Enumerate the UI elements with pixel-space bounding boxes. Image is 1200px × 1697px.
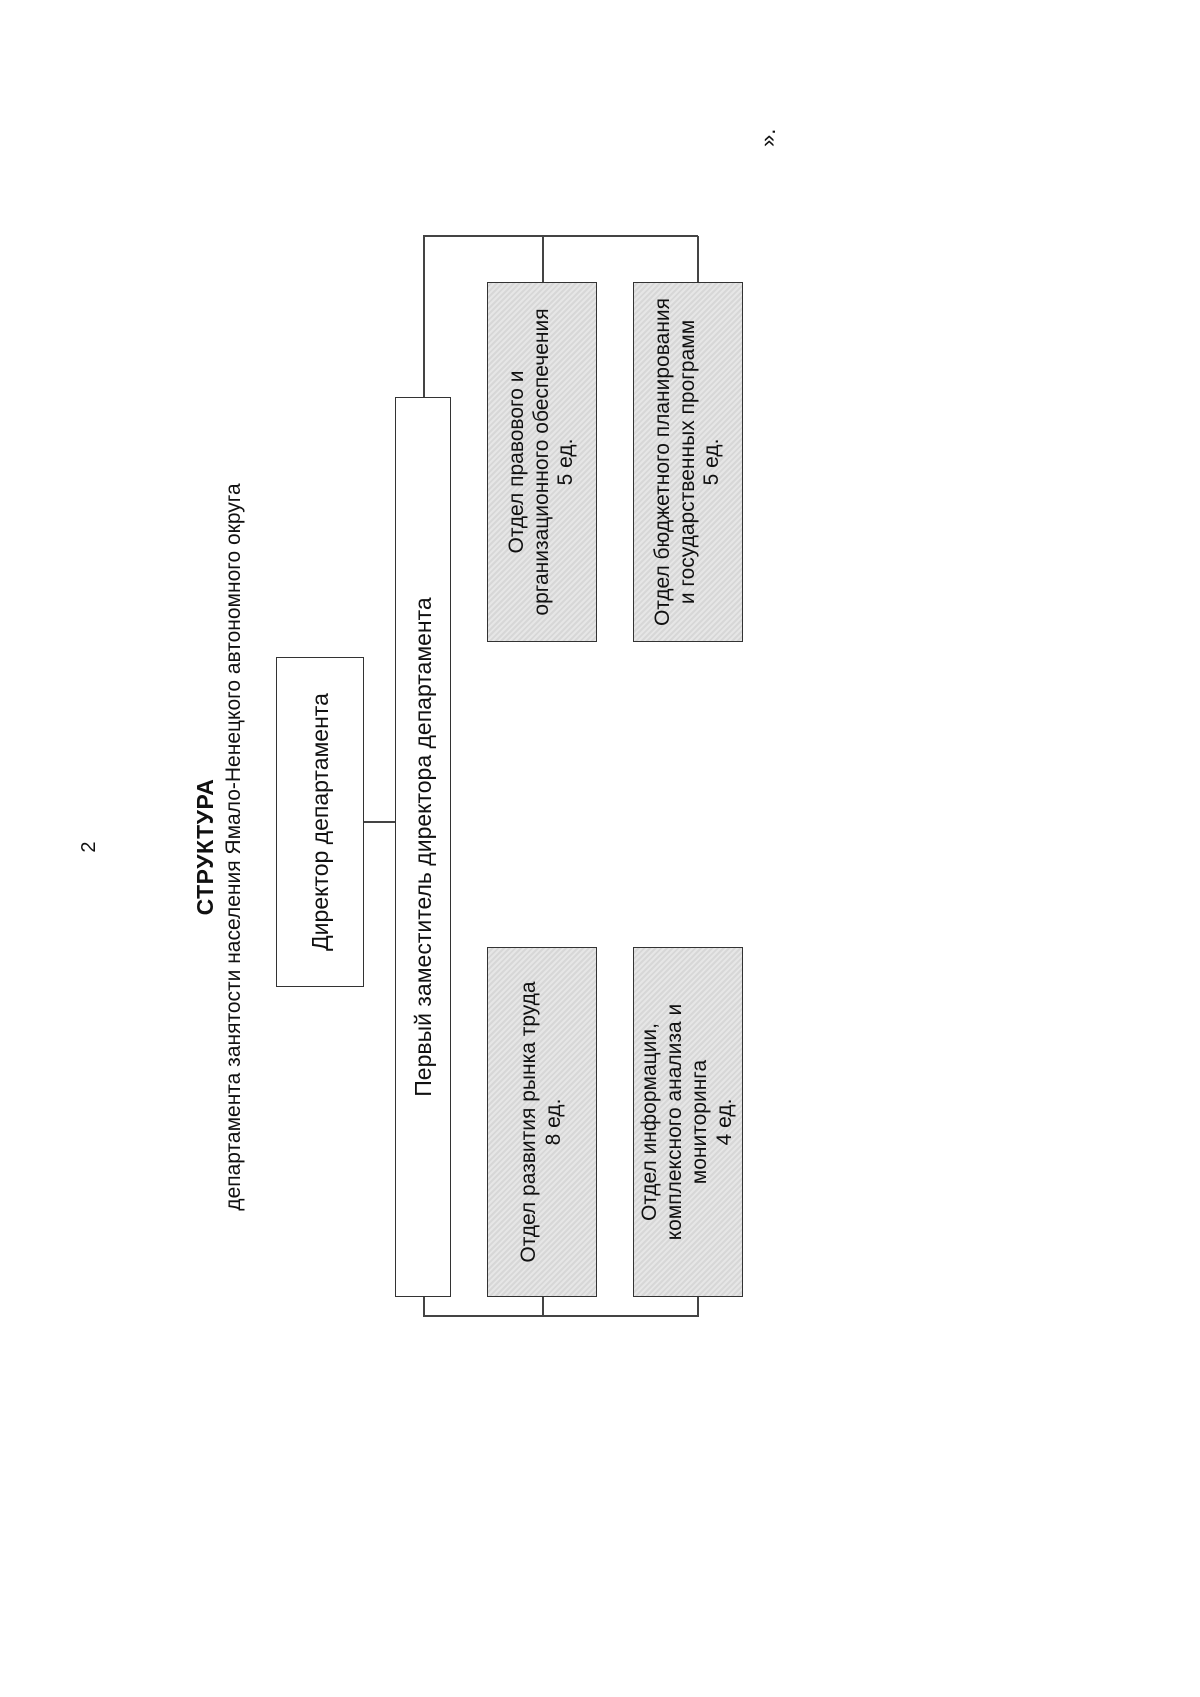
connector-director-deputy [364,821,395,823]
connector-right-to-legal [542,236,544,282]
connector-left-vertical [423,1315,698,1317]
director-box: Директор департамента [276,657,364,987]
page-number: 2 [78,841,100,853]
dept-box-labor-market: Отдел развития рынка труда 8 ед. [487,947,597,1297]
dept-staff: 4 ед. [712,1098,736,1146]
connector-right-to-deputy [423,236,425,397]
connector-left-to-labor [542,1297,544,1317]
connector-left-to-deputy [423,1297,425,1317]
dept-name: Отдел развития рынка труда [517,981,541,1263]
director-label: Директор департамента [306,693,333,951]
deputy-label: Первый заместитель директора департамент… [409,597,436,1097]
dept-staff: 5 ед. [700,438,724,486]
dept-name: Отдел правового и организационного обесп… [504,308,553,616]
dept-name: Отдел бюджетного планирования и государс… [650,297,699,627]
dept-box-legal-organizational: Отдел правового и организационного обесп… [487,282,597,642]
chart-title: СТРУКТУРА [192,778,218,916]
connector-right-to-budget [697,236,699,282]
connector-left-to-info [697,1297,699,1317]
connector-right-vertical [423,235,698,237]
dept-staff: 5 ед. [554,438,578,486]
deputy-box: Первый заместитель директора департамент… [395,397,451,1297]
dept-box-budget-planning: Отдел бюджетного планирования и государс… [633,282,743,642]
dept-box-information-analysis: Отдел информации, комплексного анализа и… [633,947,743,1297]
dept-name: Отдел информации, комплексного анализа и… [638,1003,711,1241]
chart-subtitle: департамента занятости населения Ямало-Н… [222,483,245,1211]
closing-quote-mark: ». [755,128,780,147]
dept-staff: 8 ед. [542,1098,565,1146]
